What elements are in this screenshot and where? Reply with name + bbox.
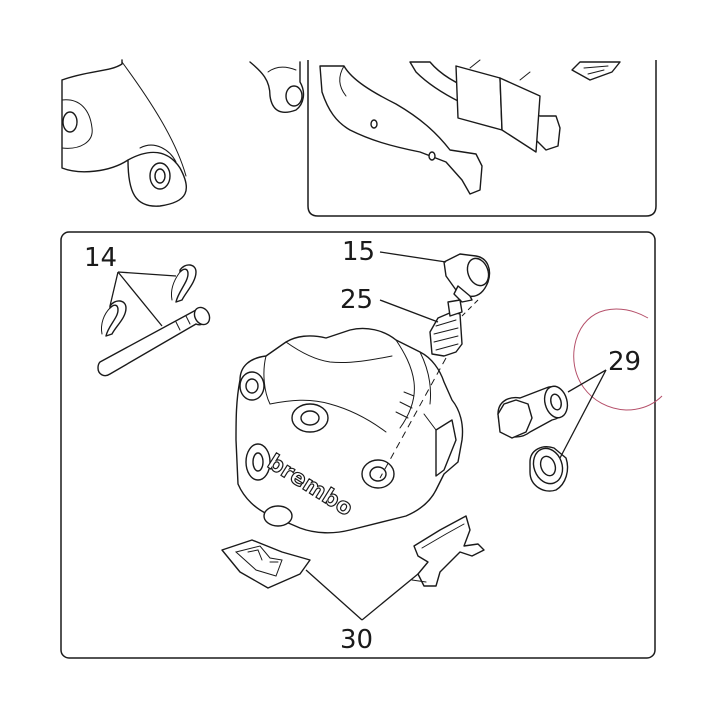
leader-lines [109,251,607,621]
callout-29: 29 [608,347,641,377]
part-25-bleeder-valve [429,299,463,357]
callout-14: 14 [84,243,117,273]
part-29-bolt-and-washer [497,385,569,492]
main-parts-frame [60,231,656,659]
caliper-body [235,327,464,534]
callout-30: 30 [340,625,373,655]
bracket-fragment [61,59,188,207]
part-30-spring-and-shim [221,515,485,589]
highlight-circle [573,308,663,411]
callout-15: 15 [342,237,375,267]
bracket-fragment-2 [249,61,305,114]
part-14-pin-and-clips [97,264,211,377]
bleeder-axis-line [379,357,447,479]
callout-25: 25 [340,285,373,315]
brake-pads-panel [307,59,657,217]
part-15-bleeder-cap [443,253,491,303]
cap-axis-line [461,299,479,317]
